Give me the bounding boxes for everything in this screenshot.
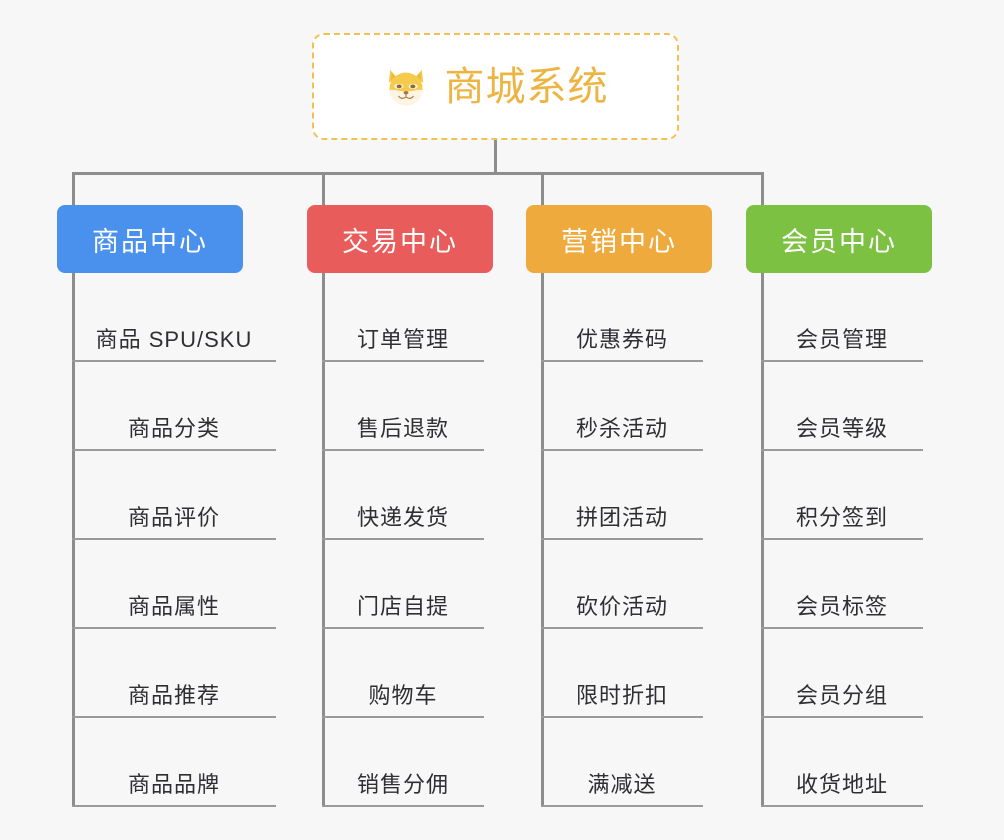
branch-drop-4 [761, 172, 764, 205]
leaf-item-label: 会员管理 [795, 327, 888, 352]
leaf-item[interactable]: 拼团活动 [541, 451, 703, 540]
leaf-item-label: 商品品牌 [127, 772, 220, 797]
leaf-item[interactable]: 购物车 [322, 629, 484, 718]
leaf-spine [761, 273, 764, 807]
leaf-item[interactable]: 会员分组 [761, 629, 923, 718]
leaf-item[interactable]: 秒杀活动 [541, 362, 703, 451]
branch-node-2[interactable]: 交易中心 [307, 205, 493, 273]
shiba-dog-icon [383, 64, 429, 110]
leaf-spine [541, 273, 544, 807]
leaf-column-3: 优惠券码秒杀活动拼团活动砍价活动限时折扣满减送 [541, 273, 703, 807]
leaf-item[interactable]: 订单管理 [322, 273, 484, 362]
leaf-item-label: 会员标签 [795, 594, 888, 619]
leaf-item-label: 积分签到 [795, 505, 888, 530]
leaf-item[interactable]: 砍价活动 [541, 540, 703, 629]
leaf-item-label: 优惠券码 [575, 327, 668, 352]
leaf-column-1: 商品 SPU/SKU 商品分类商品评价商品属性商品推荐商品品牌 [72, 273, 276, 807]
leaf-item[interactable]: 商品属性 [72, 540, 276, 629]
leaf-item[interactable]: 优惠券码 [541, 273, 703, 362]
leaf-column-4: 会员管理会员等级积分签到会员标签会员分组收货地址 [761, 273, 923, 807]
leaf-item[interactable]: 会员标签 [761, 540, 923, 629]
branch-node-3[interactable]: 营销中心 [526, 205, 712, 273]
branch-drop-1 [72, 172, 75, 205]
leaf-item[interactable]: 快递发货 [322, 451, 484, 540]
leaf-item[interactable]: 商品品牌 [72, 718, 276, 807]
leaf-item-label: 会员分组 [795, 683, 888, 708]
leaf-item-label: 门店自提 [356, 594, 449, 619]
leaf-item[interactable]: 收货地址 [761, 718, 923, 807]
leaf-item-label: 商品 SPU/SKU [95, 327, 253, 352]
leaf-item[interactable]: 商品推荐 [72, 629, 276, 718]
leaf-item-label: 售后退款 [356, 416, 449, 441]
horizontal-bus [72, 172, 764, 175]
leaf-item-label: 订单管理 [356, 327, 449, 352]
leaf-item-label: 商品分类 [127, 416, 220, 441]
leaf-item[interactable]: 积分签到 [761, 451, 923, 540]
leaf-item-label: 收货地址 [795, 772, 888, 797]
branch-label: 商品中心 [92, 226, 208, 257]
leaf-item[interactable]: 商品分类 [72, 362, 276, 451]
leaf-item[interactable]: 商品 SPU/SKU [72, 273, 276, 362]
leaf-item-label: 购物车 [368, 683, 438, 708]
leaf-item-label: 拼团活动 [575, 505, 668, 530]
leaf-item[interactable]: 限时折扣 [541, 629, 703, 718]
root-title: 商城系统 [444, 64, 609, 109]
leaf-item[interactable]: 满减送 [541, 718, 703, 807]
leaf-item-label: 商品属性 [127, 594, 220, 619]
leaf-item-label: 会员等级 [795, 416, 888, 441]
leaf-item[interactable]: 销售分佣 [322, 718, 484, 807]
branch-node-1[interactable]: 商品中心 [57, 205, 243, 273]
leaf-item[interactable]: 售后退款 [322, 362, 484, 451]
leaf-item-label: 砍价活动 [575, 594, 668, 619]
branch-label: 营销中心 [561, 226, 677, 257]
leaf-column-2: 订单管理售后退款快递发货门店自提购物车销售分佣 [322, 273, 484, 807]
leaf-item-label: 销售分佣 [356, 772, 449, 797]
branch-node-4[interactable]: 会员中心 [746, 205, 932, 273]
branch-drop-2 [322, 172, 325, 205]
leaf-spine [72, 273, 75, 807]
root-stem [494, 140, 497, 174]
root-node[interactable]: 商城系统 [312, 33, 679, 140]
leaf-item[interactable]: 门店自提 [322, 540, 484, 629]
leaf-item[interactable]: 商品评价 [72, 451, 276, 540]
leaf-item[interactable]: 会员等级 [761, 362, 923, 451]
leaf-item-label: 秒杀活动 [575, 416, 668, 441]
leaf-item[interactable]: 会员管理 [761, 273, 923, 362]
branch-label: 交易中心 [342, 226, 458, 257]
branch-label: 会员中心 [781, 226, 897, 257]
leaf-item-label: 满减送 [587, 772, 657, 797]
leaf-spine [322, 273, 325, 807]
leaf-item-label: 快递发货 [356, 505, 449, 530]
leaf-item-label: 商品评价 [127, 505, 220, 530]
leaf-item-label: 限时折扣 [575, 683, 668, 708]
branch-drop-3 [541, 172, 544, 205]
leaf-item-label: 商品推荐 [127, 683, 220, 708]
